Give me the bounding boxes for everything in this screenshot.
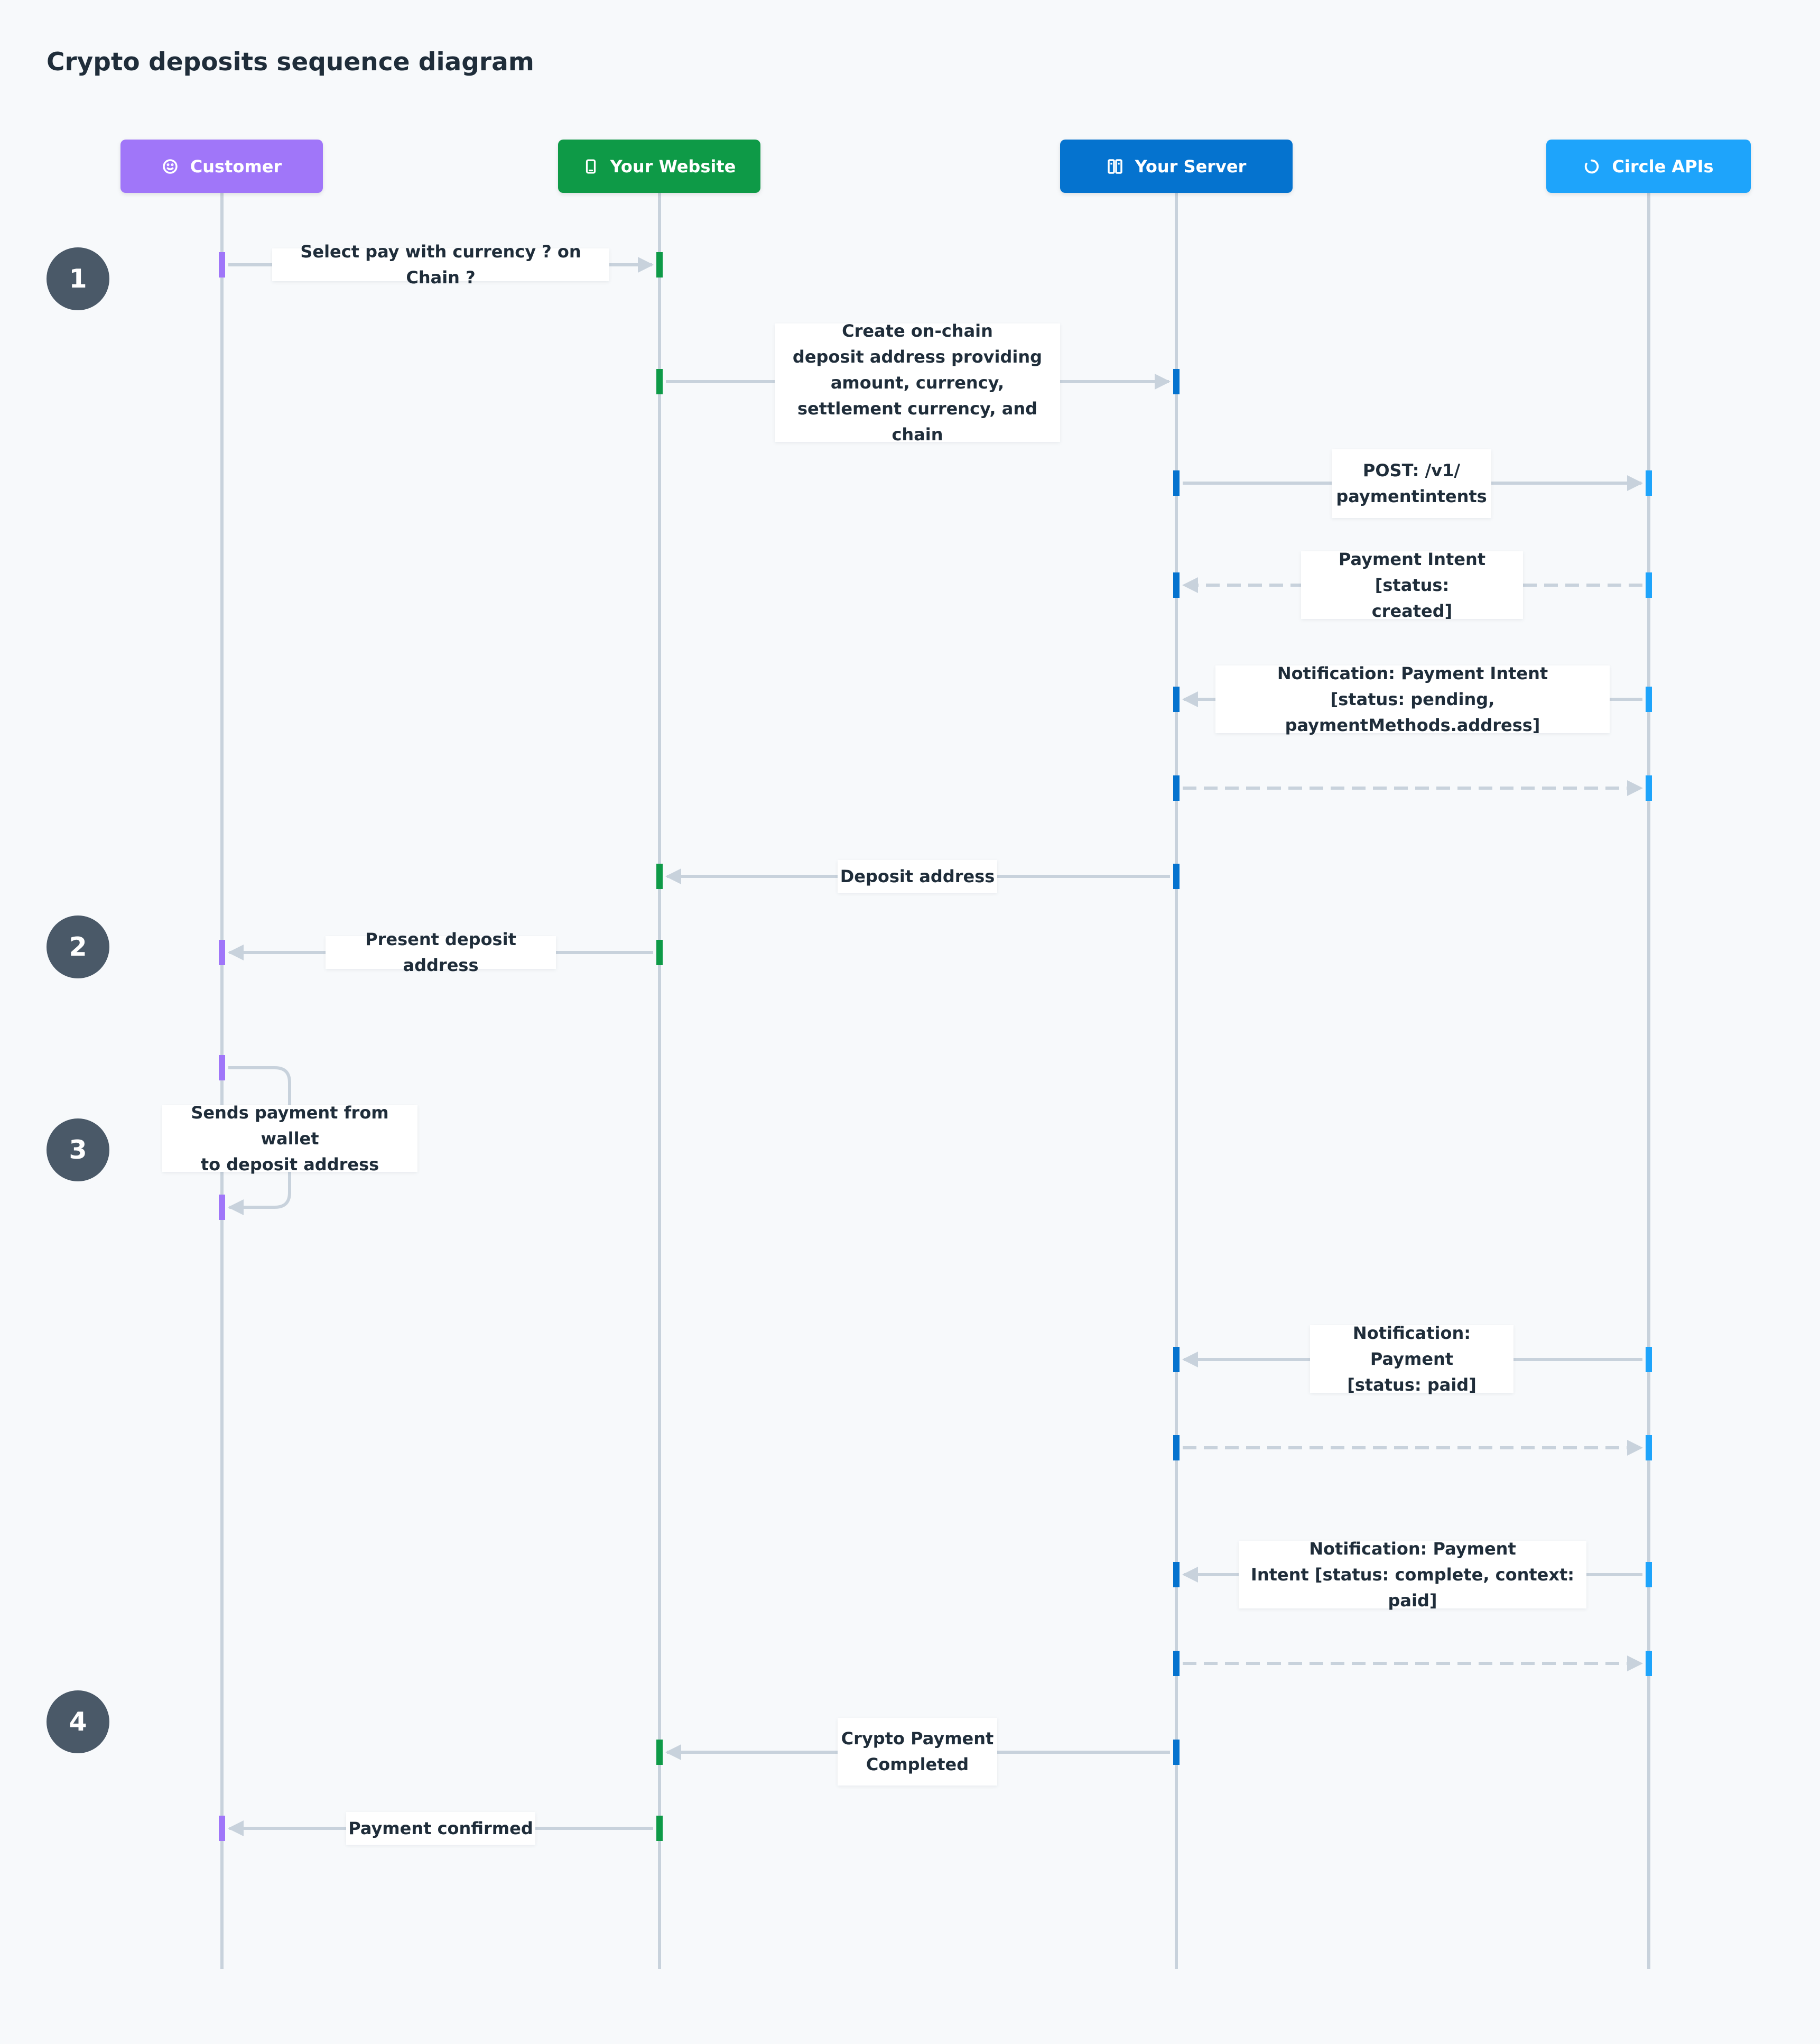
activation-bar <box>219 1055 225 1080</box>
activation-bar <box>219 940 225 965</box>
activation-bar <box>1173 1435 1180 1460</box>
message-label: Create on-chain deposit address providin… <box>775 321 1060 445</box>
message-label: Crypto Payment Completed <box>838 1718 997 1786</box>
actor-your-website: Your Website <box>558 140 760 193</box>
activation-bar <box>1173 572 1180 598</box>
activation-bar <box>656 940 663 965</box>
activation-bar <box>1173 369 1180 394</box>
message-label: Select pay with currency ? on Chain ? <box>272 242 609 288</box>
activation-bar <box>656 1740 663 1765</box>
activation-bar <box>219 1195 225 1220</box>
actor-label: Customer <box>190 156 282 177</box>
message-label: Present deposit address <box>326 929 556 975</box>
smile-icon <box>162 158 179 175</box>
actor-label: Circle APIs <box>1612 156 1714 177</box>
activation-bar <box>1173 1562 1180 1587</box>
message-label: Notification: Payment Intent [status: pe… <box>1215 663 1610 735</box>
message-label: Sends payment from wallet to deposit add… <box>162 1103 417 1174</box>
activation-bar <box>1646 1562 1652 1587</box>
activation-bar <box>1173 470 1180 496</box>
activation-bar <box>656 252 663 278</box>
activation-bar <box>656 1816 663 1841</box>
activation-bar <box>1173 687 1180 712</box>
message-label: Payment confirmed <box>346 1812 535 1845</box>
activation-bar <box>1646 1435 1652 1460</box>
activation-bar <box>1646 572 1652 598</box>
actor-circle-apis: Circle APIs <box>1546 140 1751 193</box>
step-badge: 4 <box>47 1690 109 1753</box>
actor-label: Your Website <box>610 156 736 177</box>
activation-bar <box>219 252 225 278</box>
activation-bar <box>1173 864 1180 889</box>
message-label: POST: /v1/ paymentintents <box>1332 449 1491 518</box>
activation-bar <box>1646 1651 1652 1676</box>
message-label: Notification: Payment [status: paid] <box>1310 1323 1513 1395</box>
activation-bar <box>1173 1740 1180 1765</box>
message-label: Payment Intent [status: created] <box>1301 549 1523 621</box>
actor-customer: Customer <box>120 140 323 193</box>
step-badge: 3 <box>47 1118 109 1181</box>
activation-bar <box>1173 775 1180 801</box>
activation-bar <box>1646 687 1652 712</box>
page-title: Crypto deposits sequence diagram <box>47 48 534 77</box>
actor-label: Your Server <box>1135 156 1247 177</box>
activation-bars <box>219 252 1652 1841</box>
message-label: Notification: Payment Intent [status: co… <box>1239 1539 1586 1611</box>
server-icon <box>1107 158 1123 175</box>
circle-loop-icon <box>1583 158 1600 175</box>
activation-bar <box>1173 1347 1180 1372</box>
activation-bar <box>219 1816 225 1841</box>
activation-bar <box>656 864 663 889</box>
activation-bar <box>1646 1347 1652 1372</box>
activation-bar <box>656 369 663 394</box>
step-badge: 1 <box>47 247 109 310</box>
message-label: Deposit address <box>838 860 997 893</box>
actor-your-server: Your Server <box>1060 140 1293 193</box>
activation-bar <box>1646 775 1652 801</box>
activation-bar <box>1173 1651 1180 1676</box>
mobile-icon <box>583 158 599 175</box>
step-badge: 2 <box>47 915 109 978</box>
activation-bar <box>1646 470 1652 496</box>
